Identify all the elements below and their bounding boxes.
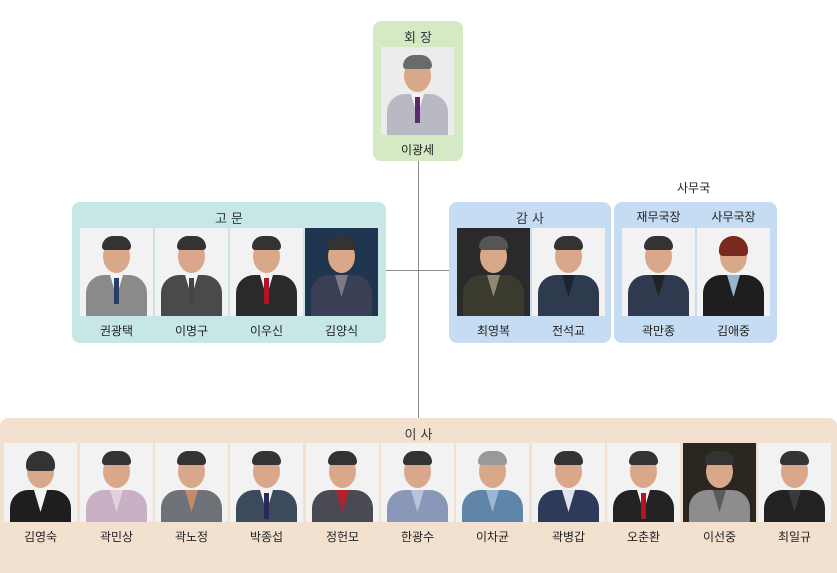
advisors-box: 고 문 권광택 이명구 이우신 김양식 <box>72 202 386 343</box>
advisor-photo <box>305 228 378 316</box>
auditor-name: 최영복 <box>476 324 511 338</box>
director-card: 한광수 <box>381 443 454 545</box>
advisor-card: 이명구 <box>155 228 228 339</box>
director-photo <box>683 443 756 522</box>
director-card: 김영숙 <box>4 443 77 545</box>
connector-horizontal <box>386 270 450 271</box>
advisor-name: 김양식 <box>324 324 359 338</box>
directors-title: 이 사 <box>404 428 433 443</box>
advisor-photo <box>155 228 228 316</box>
advisor-card: 김양식 <box>305 228 378 339</box>
director-photo <box>80 443 153 522</box>
director-name: 김영숙 <box>23 530 58 544</box>
director-card: 곽병갑 <box>532 443 605 545</box>
director-card: 박종섭 <box>230 443 303 545</box>
secretariat-role: 사무국장 <box>711 210 756 224</box>
director-photo <box>155 443 228 522</box>
director-card: 오춘환 <box>607 443 680 545</box>
chairman-name: 이광세 <box>400 143 435 157</box>
director-photo <box>456 443 529 522</box>
director-photo <box>4 443 77 522</box>
director-name: 오춘환 <box>626 530 661 544</box>
advisor-card: 이우신 <box>230 228 303 339</box>
director-name: 이선중 <box>702 530 737 544</box>
auditor-photo <box>532 228 605 316</box>
director-photo <box>758 443 831 522</box>
chairman-photo <box>381 47 454 135</box>
director-card: 이차균 <box>456 443 529 545</box>
director-photo <box>306 443 379 522</box>
secretariat-photo <box>697 228 770 316</box>
director-card: 최일규 <box>758 443 831 545</box>
director-photo <box>607 443 680 522</box>
secretariat-card: 김애중 <box>697 228 770 339</box>
auditor-name: 전석교 <box>551 324 586 338</box>
director-name: 최일규 <box>777 530 812 544</box>
chairman-box: 회 장 이광세 <box>373 21 463 161</box>
advisors-title: 고 문 <box>214 212 244 227</box>
director-card: 곽노정 <box>155 443 228 545</box>
director-card: 정헌모 <box>306 443 379 545</box>
auditors-title: 감 사 <box>515 212 545 227</box>
advisor-photo <box>80 228 153 316</box>
secretariat-name: 곽만종 <box>641 324 676 338</box>
advisor-name: 이명구 <box>174 324 209 338</box>
auditor-photo <box>457 228 530 316</box>
director-name: 한광수 <box>400 530 435 544</box>
auditor-card: 최영복 <box>457 228 530 339</box>
secretariat-photo <box>622 228 695 316</box>
auditors-box: 감 사 최영복 전석교 <box>449 202 611 343</box>
director-card: 이선중 <box>683 443 756 545</box>
director-name: 곽병갑 <box>551 530 586 544</box>
director-photo <box>230 443 303 522</box>
chairman-title: 회 장 <box>403 31 433 46</box>
advisor-name: 권광택 <box>99 324 134 338</box>
chairman-card: 이광세 <box>381 47 454 158</box>
director-name: 곽민상 <box>99 530 134 544</box>
director-card: 곽민상 <box>80 443 153 545</box>
secretariat-title: 사무국 <box>677 181 711 195</box>
connector-vertical <box>418 160 419 418</box>
director-name: 곽노정 <box>174 530 209 544</box>
auditor-card: 전석교 <box>532 228 605 339</box>
advisor-photo <box>230 228 303 316</box>
directors-row: 김영숙 곽민상 곽노정 박종섭 정헌모 한광수 이차균 곽병갑 오춘환 이선중 … <box>0 443 837 573</box>
secretariat-role: 재무국장 <box>636 210 681 224</box>
secretariat-box: 재무국장 사무국장 곽만종 김애중 <box>614 202 777 343</box>
director-photo <box>381 443 454 522</box>
advisor-name: 이우신 <box>249 324 284 338</box>
advisor-card: 권광택 <box>80 228 153 339</box>
director-name: 이차균 <box>475 530 510 544</box>
secretariat-card: 곽만종 <box>622 228 695 339</box>
director-name: 박종섭 <box>249 530 284 544</box>
secretariat-name: 김애중 <box>716 324 751 338</box>
director-photo <box>532 443 605 522</box>
director-name: 정헌모 <box>325 530 360 544</box>
